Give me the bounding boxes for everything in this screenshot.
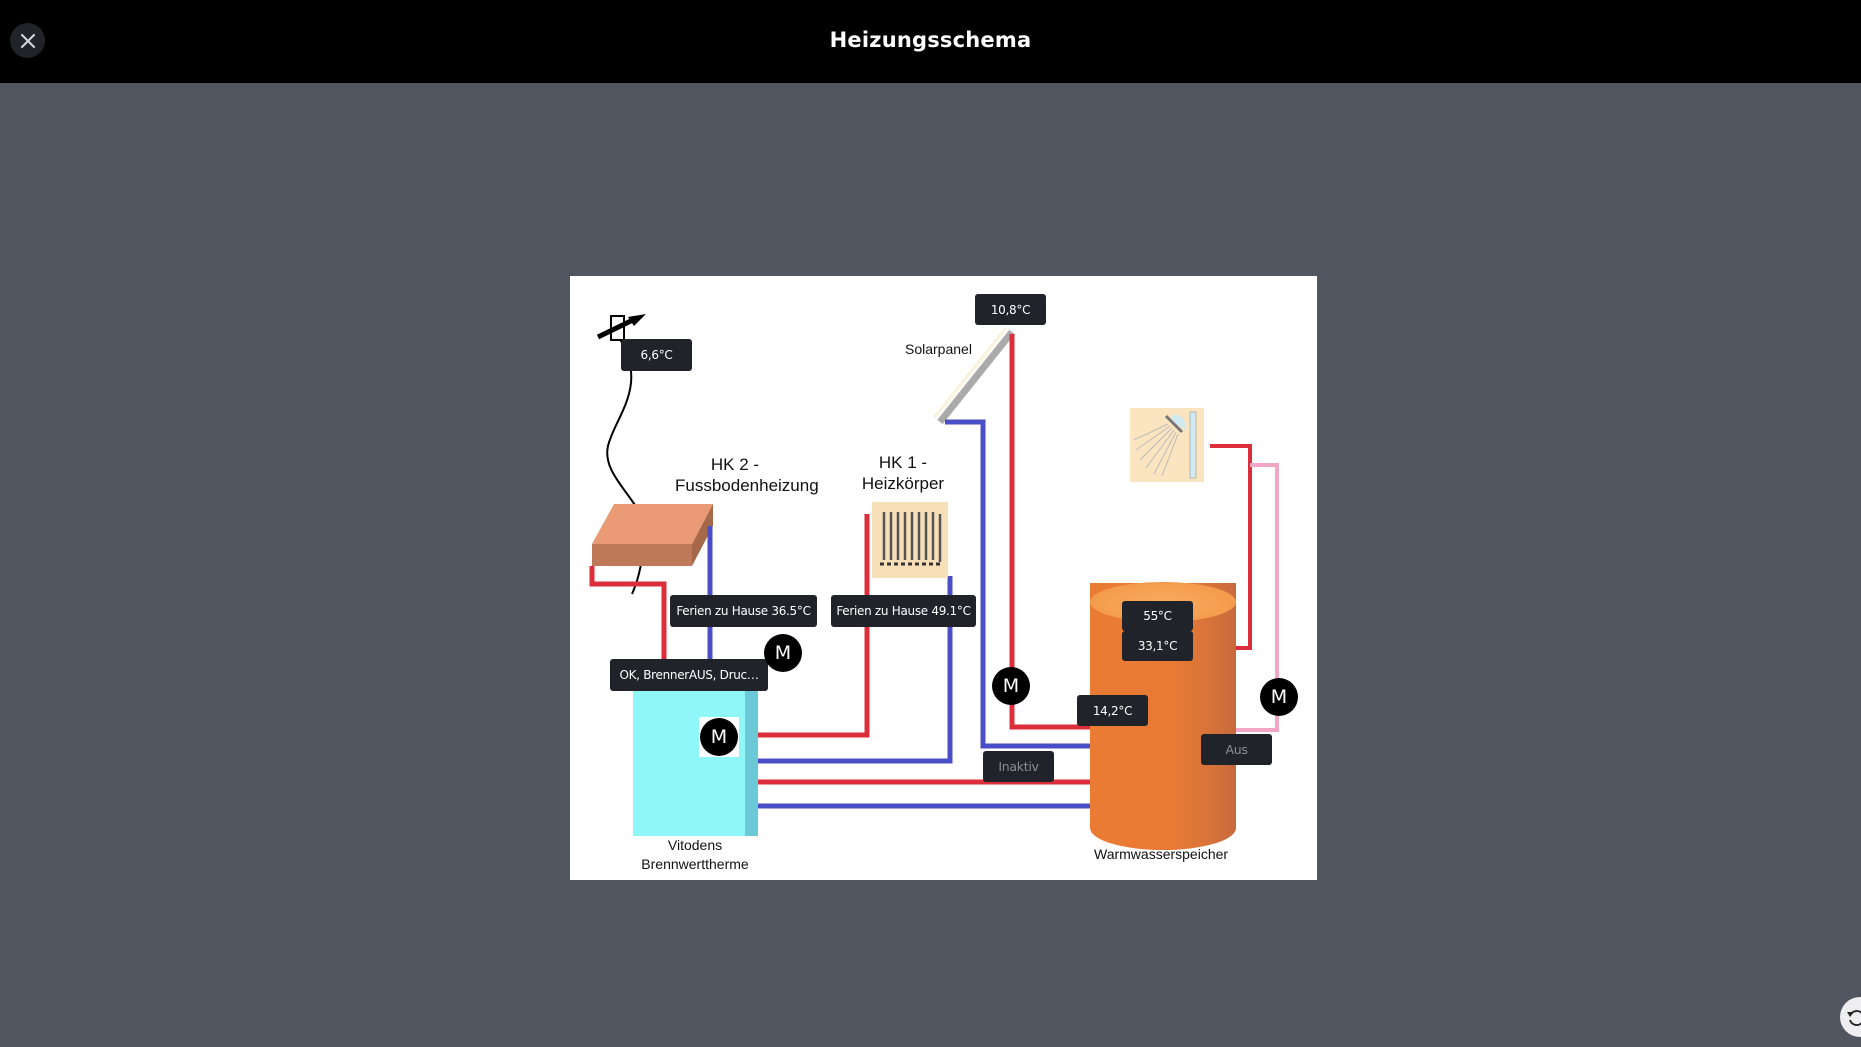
circulation-pump-icon[interactable]: M	[1260, 678, 1298, 716]
tank-solar-temperature-tag[interactable]: 14,2°C	[1077, 695, 1148, 726]
hk2-pump-icon[interactable]: M	[764, 634, 802, 672]
rotate-icon	[1847, 1010, 1861, 1026]
tank-setpoint-tag[interactable]: 55°C	[1122, 601, 1193, 631]
floor-slab-side	[692, 504, 713, 566]
hk1-title: HK 1 - Heizkörper	[861, 453, 945, 493]
solar-pump-status-tag[interactable]: Inaktiv	[983, 751, 1054, 782]
floor-slab-top	[592, 504, 713, 544]
rotate-button[interactable]	[1840, 997, 1861, 1037]
hk1-return-pipe	[758, 576, 953, 764]
sensor-arrow-shaft	[596, 315, 639, 340]
tank-label: Warmwasserspeicher	[1094, 846, 1229, 862]
solar-pump-icon[interactable]: M	[992, 667, 1030, 705]
hk2-status-tag[interactable]: Ferien zu Hause 36.5°C	[670, 595, 817, 627]
heating-schematic: HK 2 - Fussbodenheizung HK 1 - Heizkörpe…	[570, 276, 1317, 880]
boiler-status-tag[interactable]: OK, BrennerAUS, Druc…	[610, 659, 768, 691]
page-title: Heizungsschema	[829, 28, 1032, 52]
close-icon	[20, 33, 35, 48]
boiler-label: Vitodens Brennwerttherme	[641, 837, 749, 872]
boiler-body	[633, 688, 745, 836]
hk1-status-tag[interactable]: Ferien zu Hause 49.1°C	[831, 595, 976, 627]
shower-icon	[1130, 408, 1204, 482]
dhw-circulation-pipe	[1220, 463, 1279, 732]
sensor-arrow-head	[628, 314, 646, 326]
floor-slab-front	[592, 544, 692, 566]
solar-panel	[937, 329, 1015, 425]
hk2-title: HK 2 - Fussbodenheizung	[675, 455, 819, 495]
pipe-network	[589, 314, 1279, 809]
hk1-supply-pipe	[758, 514, 870, 738]
radiator-icon	[872, 502, 948, 578]
boiler-pump-icon[interactable]: M	[700, 718, 738, 756]
circulation-pump-status-tag[interactable]: Aus	[1201, 734, 1272, 765]
close-button[interactable]	[10, 23, 45, 58]
tank-top-temperature-tag[interactable]: 33,1°C	[1122, 631, 1193, 661]
solar-return-pipe	[945, 419, 1090, 749]
outdoor-temperature-tag[interactable]: 6,6°C	[621, 339, 692, 371]
solar-panel-label: Solarpanel	[905, 341, 972, 357]
boiler-side	[745, 688, 758, 836]
viewer-header: Heizungsschema	[0, 0, 1861, 83]
solar-supply-pipe	[1009, 334, 1090, 730]
solar-temperature-tag[interactable]: 10,8°C	[975, 294, 1046, 325]
